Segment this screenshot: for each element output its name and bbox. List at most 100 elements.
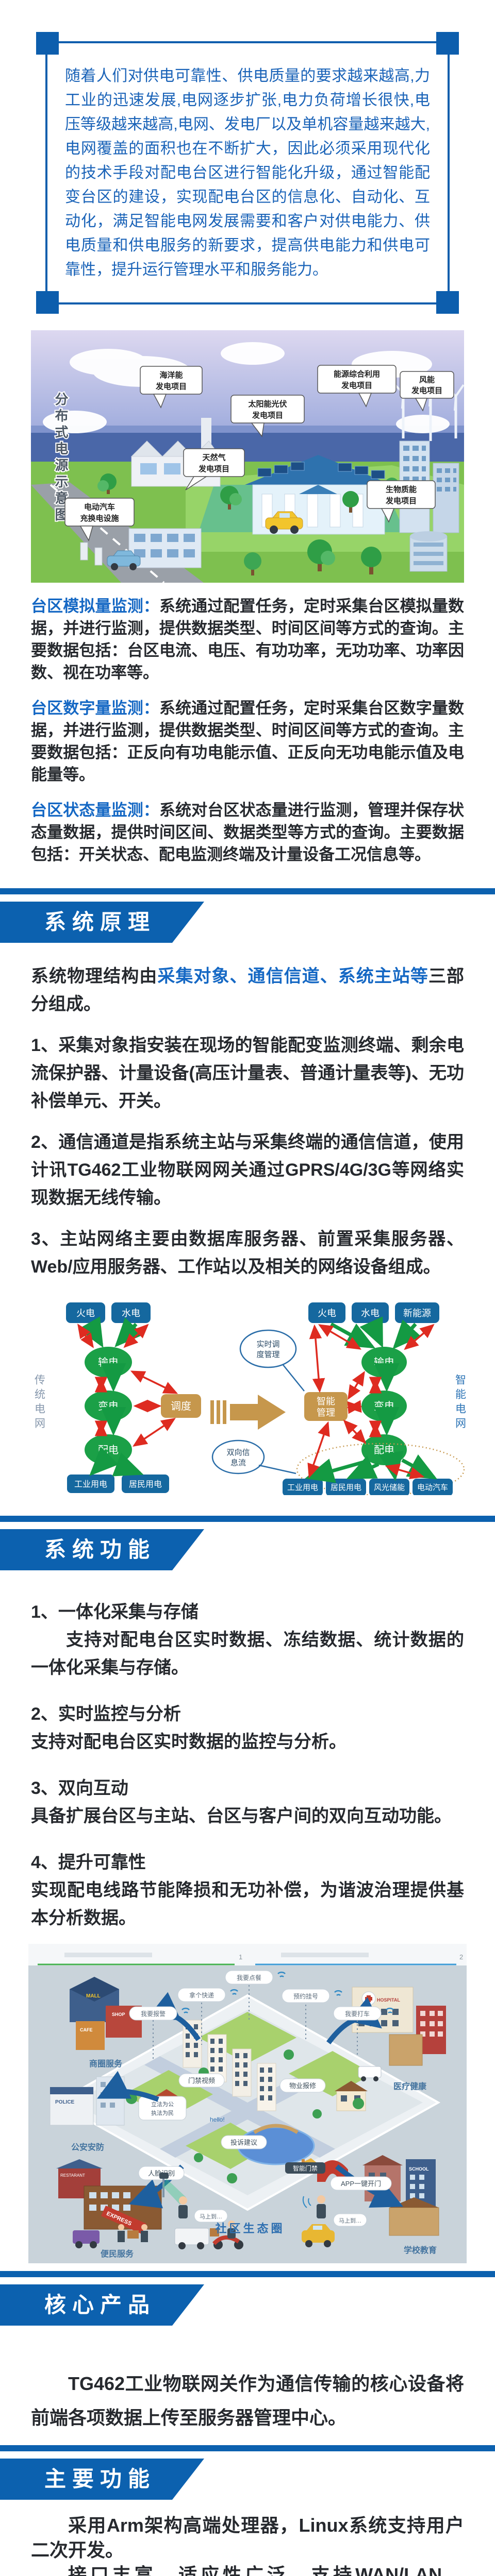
node-new-energy: 新能源 bbox=[403, 1308, 431, 1318]
section-title: 核心产品 bbox=[44, 2293, 156, 2317]
svg-text:拿个快递: 拿个快递 bbox=[189, 1991, 214, 1999]
node-distribution: 配电 bbox=[98, 1444, 119, 1456]
principle-intro-prefix: 系统物理结构由 bbox=[31, 967, 158, 986]
section-banner-main: 主要功能 bbox=[0, 2445, 495, 2500]
svg-text:CAFE: CAFE bbox=[80, 2027, 93, 2032]
office-building bbox=[128, 528, 202, 568]
principle-intro: 系统物理结构由采集对象、通信信道、系统主站等三部分组成。 bbox=[31, 962, 464, 1018]
banner-bar bbox=[0, 1516, 495, 1522]
core-product-paragraph: TG462工业物联网关作为通信传输的核心设备将前端各项数据上传至服务器管理中心。 bbox=[31, 2373, 464, 2428]
feature-body: 支持对配电台区实时数据、冻结数据、统计数据的一体化采集与存储。 bbox=[31, 1630, 464, 1677]
label-traditional-grid: 传统电网 bbox=[34, 1374, 46, 1432]
principle-section: 系统物理结构由采集对象、通信信道、系统主站等三部分组成。 1、采集对象指安装在现… bbox=[31, 962, 464, 1281]
paragraph-body: 系统通过配置任务，定时采集台区数字量数据，并进行监测，提供数据类型、时间区间等方… bbox=[31, 699, 465, 784]
smart-zone-ellipse bbox=[296, 1443, 465, 1496]
svg-text:发电项目: 发电项目 bbox=[385, 496, 417, 505]
main-functions-section: 采用Arm架构高端处理器，Linux系统支持用户二次开发。 接口丰富，适应性广泛… bbox=[31, 2513, 464, 2576]
svg-text:RESTARANT: RESTARANT bbox=[60, 2173, 85, 2178]
svg-text:立法为公: 立法为公 bbox=[151, 2100, 174, 2108]
bubble-bidirectional-info: 双向信 息流 bbox=[211, 1439, 296, 1475]
bubble-pickup-parcel: 拿个快递 bbox=[177, 1988, 238, 2045]
feature-item-1: 1、一体化采集与存储 支持对配电台区实时数据、冻结数据、统计数据的一体化采集与存… bbox=[31, 1598, 464, 1682]
paragraph-body: 系统通过配置任务，定时采集台区模拟量数据，并进行监测，提供数据类型、时间区间等方… bbox=[31, 597, 465, 682]
svg-text:MALL: MALL bbox=[86, 1993, 101, 1999]
cluster-label-mall: 商圈服务 bbox=[89, 2059, 123, 2069]
banner-shape: 系统原理 bbox=[0, 902, 204, 943]
scan-header: 1 2 bbox=[28, 1944, 467, 1965]
load-residential: 居民用电 bbox=[331, 1483, 361, 1492]
feature-title: 3、双向互动 bbox=[31, 1778, 128, 1798]
traditional-grid: 火电 水电 输电 变电 配电 调度 工业用电 居民用电 bbox=[66, 1302, 201, 1493]
load-residential: 居民用电 bbox=[129, 1480, 162, 1489]
node-dispatch: 调度 bbox=[171, 1400, 191, 1412]
cluster-mall: MALL SHOP CAFE 商圈服务 bbox=[70, 1977, 142, 2069]
feature-title: 2、实时监控与分析 bbox=[31, 1704, 181, 1724]
svg-text:我要打车: 我要打车 bbox=[345, 2010, 370, 2018]
svg-text:息流: 息流 bbox=[230, 1459, 246, 1467]
feature-item-2: 2、实时监控与分析 支持对配电台区实时数据的监控与分析。 bbox=[31, 1700, 464, 1756]
svg-text:SCHOOL: SCHOOL bbox=[409, 2166, 429, 2172]
node-thermal: 火电 bbox=[76, 1308, 95, 1318]
intro-box: 随着人们对供电可靠性、供电质量的要求越来越高,力工业的迅速发展,电网逐步扩张,电… bbox=[36, 32, 459, 314]
red-info-arrows bbox=[307, 1324, 435, 1480]
feature-item-3: 3、双向互动 具备扩展台区与主站、台区与客户间的双向互动功能。 bbox=[31, 1774, 464, 1830]
paragraph-body: 系统对台区状态量进行监测，管理并保存状态量数据，提供时间区间、数据类型等方式的查… bbox=[31, 801, 465, 863]
feature-title: 1、一体化采集与存储 bbox=[31, 1602, 199, 1622]
bubble-call-police: 我要报警 bbox=[129, 2006, 190, 2059]
corner-decoration bbox=[36, 32, 59, 55]
intro-paragraph: 随着人们对供电可靠性、供电质量的要求越来越高,力工业的迅速发展,电网逐步扩张,电… bbox=[65, 67, 430, 278]
grid-diagram-wrap: 传统电网 火电 水电 输电 变电 配电 调度 工业用电 居民用电 bbox=[0, 1299, 495, 1498]
principle-item-1: 1、采集对象指安装在现场的智能配变监测终端、剩余电流保护器、计量设备(高压计量表… bbox=[31, 1036, 464, 1111]
pill-app-open-door: APP一键开门 bbox=[341, 2180, 381, 2188]
node-thermal: 火电 bbox=[318, 1308, 336, 1318]
delivery-scooter: 马上到… bbox=[194, 2209, 243, 2249]
main-function-2: 接口丰富，适应性广泛，支持WAN/LAN、ADSL、GPRS、4G、WIFI等。 bbox=[68, 2564, 464, 2576]
svg-text:双向信: 双向信 bbox=[226, 1448, 250, 1457]
feature-item-4: 4、提升可靠性 实现配电线路节能降损和无功补偿，为谐波治理提供基本分析数据。 bbox=[31, 1849, 464, 1932]
yellow-car bbox=[265, 511, 303, 534]
pill-smart-gate: 智能门禁 bbox=[293, 2164, 318, 2172]
bubble-call-taxi: 我要打车 bbox=[333, 2006, 394, 2055]
svg-text:海洋能: 海洋能 bbox=[159, 370, 183, 380]
bubble-realtime-dispatch: 实时调 度管理 bbox=[239, 1329, 305, 1392]
grid-comparison-diagram: 传统电网 火电 水电 输电 变电 配电 调度 工业用电 居民用电 bbox=[34, 1302, 467, 1496]
feature-body: 具备扩展台区与主站、台区与客户间的双向互动功能。 bbox=[31, 1806, 452, 1826]
paragraph-lead: 台区状态量监测： bbox=[31, 801, 159, 819]
label-smart-grid: 智能电网 bbox=[454, 1374, 467, 1432]
svg-text:我要报警: 我要报警 bbox=[141, 2010, 166, 2018]
paragraph-digital-monitoring: 台区数字量监测：系统通过配置任务，定时采集台区数字量数据，并进行监测，提供数据类… bbox=[31, 697, 464, 786]
node-substation: 变电 bbox=[374, 1400, 394, 1412]
section-title: 主要功能 bbox=[44, 2467, 156, 2491]
svg-text:HOSPITAL: HOSPITAL bbox=[377, 1997, 400, 2003]
transition-arrow bbox=[210, 1395, 286, 1430]
svg-text:太阳能光伏: 太阳能光伏 bbox=[248, 399, 287, 409]
node-distribution: 配电 bbox=[374, 1444, 394, 1456]
svg-text:实时调: 实时调 bbox=[256, 1340, 279, 1349]
section-title: 系统原理 bbox=[44, 910, 156, 934]
pill-complaint: 投诉建议 bbox=[230, 2139, 257, 2146]
svg-text:发电项目: 发电项目 bbox=[411, 386, 442, 395]
svg-text:天然气: 天然气 bbox=[202, 453, 225, 462]
svg-text:SHOP: SHOP bbox=[112, 2012, 125, 2017]
banner-shape: 系统功能 bbox=[0, 1529, 204, 1570]
svg-text:我要点餐: 我要点餐 bbox=[237, 1974, 261, 1981]
ev-charging-station bbox=[80, 542, 141, 570]
monitoring-section: 台区模拟量监测：系统通过配置任务，定时采集台区模拟量数据，并进行监测，提供数据类… bbox=[31, 595, 464, 866]
section-banner-functions: 系统功能 bbox=[0, 1516, 495, 1570]
cluster-label-convenience: 便民服务 bbox=[101, 2249, 134, 2259]
pill-property-repair: 物业报修 bbox=[289, 2082, 316, 2090]
cluster-label-hospital: 医疗健康 bbox=[393, 2081, 427, 2091]
community-title: 社区生态圈 bbox=[215, 2222, 285, 2235]
corner-decoration bbox=[436, 291, 459, 314]
banner-bar bbox=[0, 888, 495, 894]
banner-bar bbox=[0, 2445, 495, 2451]
chat-coming-2: 马上到… bbox=[339, 2217, 361, 2224]
feature-title: 4、提升可靠性 bbox=[31, 1853, 146, 1872]
